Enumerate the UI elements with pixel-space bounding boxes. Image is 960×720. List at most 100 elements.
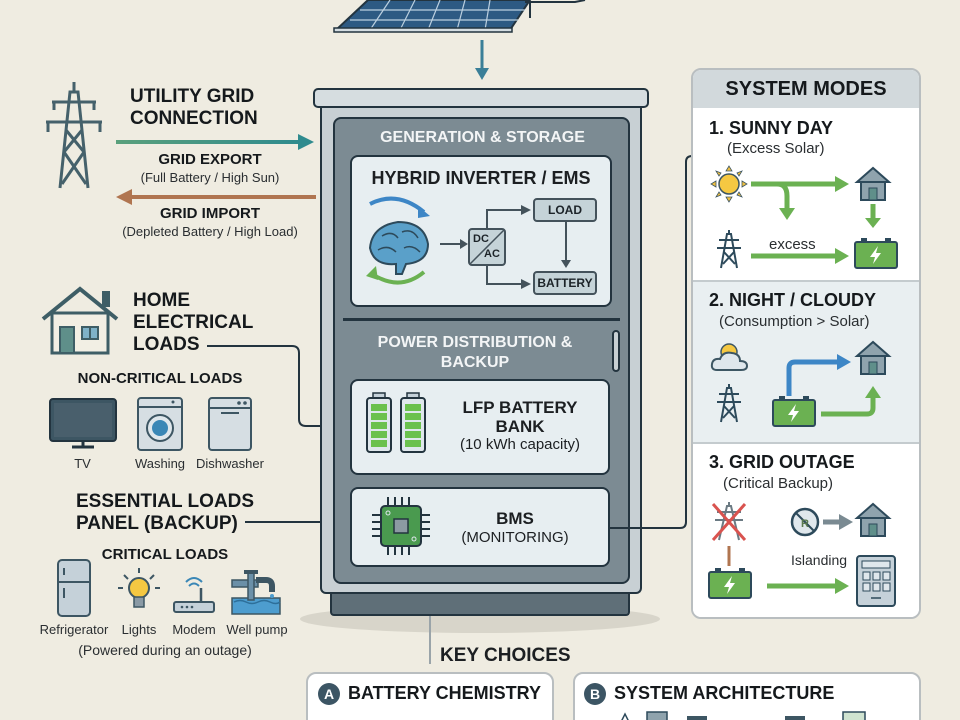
tv-icon bbox=[48, 397, 118, 449]
battery-small-icon bbox=[708, 568, 752, 599]
mode-1-flow-diagram bbox=[710, 165, 898, 269]
washing-machine-icon bbox=[136, 396, 184, 452]
house-small-icon bbox=[854, 340, 892, 375]
converter-diagonal bbox=[469, 229, 505, 265]
mode-1-subtitle: (Excess Solar) bbox=[727, 140, 825, 157]
grid-tower-small-icon bbox=[717, 384, 741, 423]
battery-box: BATTERY bbox=[533, 271, 597, 295]
essential-panel-icon bbox=[856, 555, 896, 607]
home-title-line3: LOADS bbox=[133, 334, 200, 355]
modem-label: Modem bbox=[172, 622, 216, 637]
architecture-icons-partial bbox=[615, 710, 875, 720]
islanding-switch-icon: R bbox=[790, 507, 820, 537]
modem-icon bbox=[172, 572, 216, 616]
key-choice-battery-chemistry[interactable] bbox=[306, 672, 554, 720]
mode-divider-2 bbox=[693, 442, 919, 444]
grid-down-icon bbox=[711, 502, 747, 541]
critical-title: CRITICAL LOADS bbox=[101, 546, 229, 563]
cabinet-handle[interactable] bbox=[612, 330, 620, 372]
grid-import-label: GRID IMPORT bbox=[160, 205, 260, 222]
converter-flow-lines bbox=[486, 204, 547, 294]
home-title-line1: HOME bbox=[133, 290, 190, 311]
sun-icon bbox=[710, 165, 748, 203]
svg-text:R: R bbox=[801, 518, 809, 530]
mode-1-excess-label: excess bbox=[769, 236, 816, 253]
cloud-sun-icon bbox=[710, 343, 749, 371]
solar-to-cabinet-arrow bbox=[472, 40, 492, 82]
key-choices-title: KEY CHOICES bbox=[440, 645, 571, 666]
grid-tower-small-icon bbox=[717, 230, 741, 269]
ems-brain-icon bbox=[362, 196, 442, 286]
load-box: LOAD bbox=[533, 198, 597, 222]
bms-to-modes-connector bbox=[610, 154, 694, 534]
dist-title-line1: POWER DISTRIBUTION & bbox=[377, 334, 573, 351]
battery-bank-text: LFP BATTERY BANK (10 kWh capacity) bbox=[440, 398, 600, 454]
refrigerator-icon bbox=[56, 558, 92, 618]
essential-panel-title: ESSENTIAL LOADS PANEL (BACKUP) bbox=[76, 491, 254, 535]
mode-sunny-day: 1. SUNNY DAY (Excess Solar) excess bbox=[693, 108, 919, 278]
critical-loads-note: (Powered during an outage) bbox=[78, 642, 252, 658]
mode-2-subtitle: (Consumption > Solar) bbox=[719, 313, 870, 330]
dc-label: DC bbox=[473, 233, 489, 245]
dishwasher-label: Dishwasher bbox=[196, 456, 264, 471]
essential-title-line2: PANEL (BACKUP) bbox=[76, 513, 238, 534]
mode-grid-outage: 3. GRID OUTAGE (Critical Backup) R Islan… bbox=[693, 444, 919, 617]
grid-export-label: GRID EXPORT bbox=[158, 151, 262, 168]
solar-panel bbox=[320, 0, 620, 40]
mode-night-cloudy: 2. NIGHT / CLOUDY (Consumption > Solar) bbox=[693, 282, 919, 442]
well-pump-label: Well pump bbox=[226, 622, 288, 637]
bms-title: BMS bbox=[496, 509, 534, 528]
grid-import-note: (Depleted Battery / High Load) bbox=[122, 224, 298, 239]
bms-chip-icon bbox=[372, 497, 430, 555]
battery-cells-icon bbox=[366, 392, 432, 455]
grid-title: UTILITY GRID CONNECTION bbox=[130, 86, 258, 130]
battery-small-icon bbox=[854, 238, 898, 269]
essential-title-line1: ESSENTIAL LOADS bbox=[76, 491, 255, 512]
power-distribution-title: POWER DISTRIBUTION & BACKUP bbox=[345, 333, 605, 373]
well-pump-icon bbox=[230, 568, 282, 616]
hybrid-inverter-title: HYBRID INVERTER / EMS bbox=[371, 168, 591, 188]
key-choice-a-label: BATTERY CHEMISTRY bbox=[348, 683, 542, 703]
key-choice-b-label: SYSTEM ARCHITECTURE bbox=[614, 683, 835, 703]
house-small-icon bbox=[854, 166, 892, 201]
cabinet-lid bbox=[313, 88, 649, 108]
battery-bank-panel bbox=[350, 379, 610, 475]
mode-3-title: 3. GRID OUTAGE bbox=[709, 452, 855, 472]
mode-3-islanding-label: Islanding bbox=[791, 552, 848, 568]
mode-3-flow-diagram: R bbox=[708, 502, 896, 607]
ac-label: AC bbox=[484, 248, 500, 260]
mode-3-subtitle: (Critical Backup) bbox=[723, 475, 834, 492]
battery-bank-title-line2: BANK bbox=[495, 417, 545, 436]
washing-label: Washing bbox=[134, 456, 186, 471]
grid-title-line1: UTILITY GRID bbox=[130, 86, 255, 107]
generation-storage-title: GENERATION & STORAGE bbox=[380, 129, 585, 146]
grid-title-line2: CONNECTION bbox=[130, 108, 258, 129]
system-modes-panel: SYSTEM MODES 1. SUNNY DAY (Excess Solar)… bbox=[691, 68, 921, 619]
cabinet-divider bbox=[343, 318, 620, 321]
house-small-icon bbox=[854, 502, 892, 537]
lights-label: Lights bbox=[121, 622, 157, 637]
cabinet-base bbox=[330, 592, 630, 616]
house-icon bbox=[40, 285, 120, 355]
mode-1-title: 1. SUNNY DAY bbox=[709, 118, 834, 138]
bms-subtitle: (MONITORING) bbox=[461, 529, 569, 546]
home-loads-title: HOME ELECTRICAL LOADS bbox=[133, 290, 253, 356]
battery-bank-capacity: (10 kWh capacity) bbox=[459, 436, 581, 453]
home-title-line2: ELECTRICAL bbox=[133, 312, 254, 333]
tv-label: TV bbox=[74, 456, 91, 471]
dist-title-line2: BACKUP bbox=[440, 354, 510, 371]
key-choice-b-badge: B bbox=[584, 683, 606, 705]
grid-export-note: (Full Battery / High Sun) bbox=[140, 170, 280, 185]
battery-small-icon bbox=[772, 396, 816, 427]
load-to-battery-arrow bbox=[560, 222, 572, 270]
system-modes-title: SYSTEM MODES bbox=[693, 70, 919, 108]
brain-to-converter-arrow bbox=[440, 238, 470, 250]
cabinet-to-key-choices-line bbox=[428, 616, 432, 664]
refrigerator-label: Refrigerator bbox=[39, 622, 109, 637]
light-bulb-icon bbox=[118, 568, 160, 616]
mode-divider-1 bbox=[693, 280, 919, 282]
solar-panel-icon bbox=[333, 0, 586, 33]
mode-2-flow-diagram bbox=[710, 340, 892, 427]
dishwasher-icon bbox=[207, 396, 253, 452]
dc-ac-converter: DC AC bbox=[468, 228, 506, 266]
